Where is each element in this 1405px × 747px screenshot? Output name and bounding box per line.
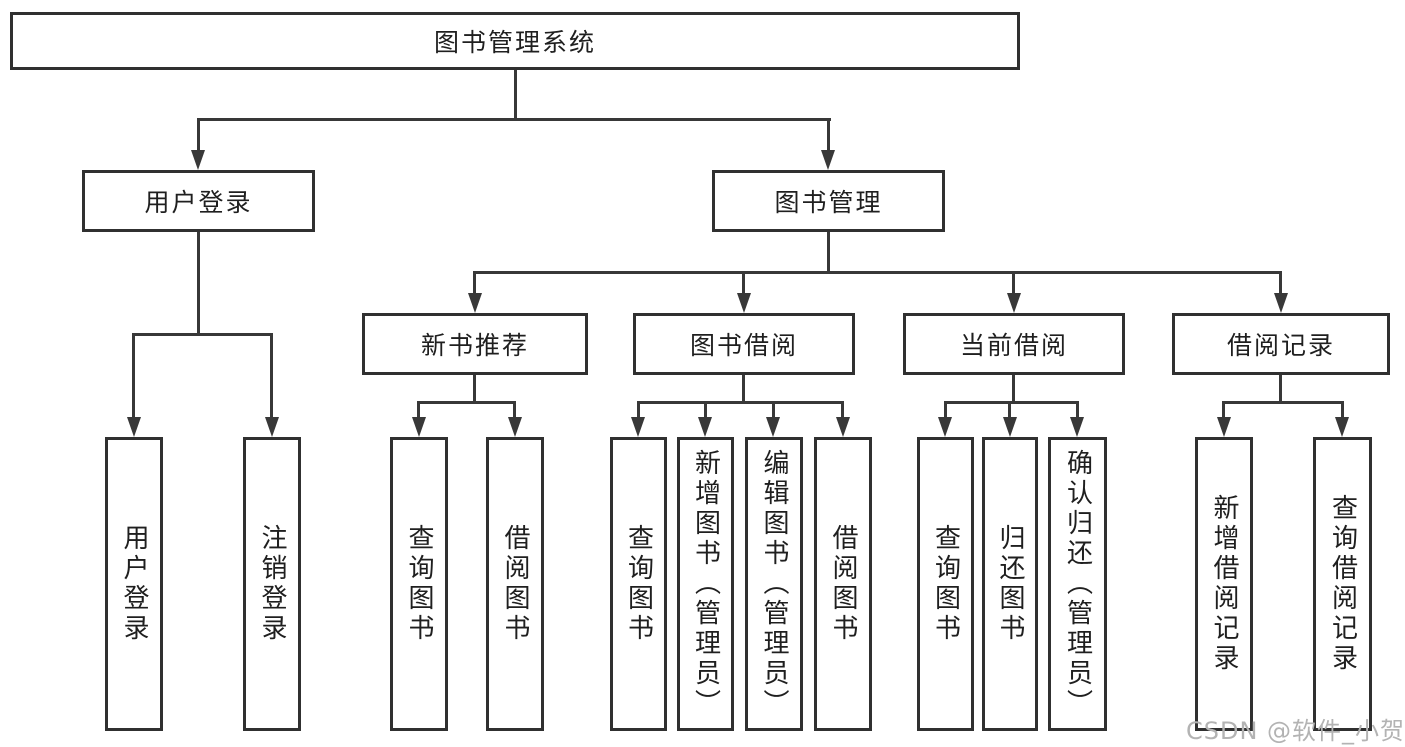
connector-drop-leaf-logout bbox=[270, 333, 273, 419]
connector-drop-book-borrow bbox=[742, 271, 745, 295]
node-user-login-label: 用户登录 bbox=[144, 188, 253, 217]
arrow-down-icon bbox=[698, 417, 712, 437]
connector-group3-drop2 bbox=[1008, 401, 1011, 419]
node-new-book-recommend: 新书推荐 bbox=[362, 313, 588, 375]
leaf-query-books-recommend-label: 查询图书 bbox=[404, 524, 434, 644]
leaf-return-books: 归还图书 bbox=[982, 437, 1038, 731]
connector-drop-book-mgmt bbox=[827, 118, 830, 152]
connector-group4-stem bbox=[1279, 375, 1282, 404]
node-current-borrow-label: 当前借阅 bbox=[959, 331, 1068, 360]
leaf-borrow-books-recommend: 借阅图书 bbox=[486, 437, 544, 731]
leaf-confirm-return-admin-label: 确认归还（管理员） bbox=[1062, 449, 1093, 719]
arrow-down-icon bbox=[191, 150, 205, 170]
leaf-logout: 注销登录 bbox=[243, 437, 301, 731]
arrow-down-icon bbox=[766, 417, 780, 437]
connector-group2-drop1 bbox=[637, 401, 640, 419]
connector-group1-stem bbox=[473, 375, 476, 404]
arrow-down-icon bbox=[938, 417, 952, 437]
leaf-return-books-label: 归还图书 bbox=[995, 524, 1025, 644]
connector-group3-drop1 bbox=[944, 401, 947, 419]
leaf-edit-books-admin: 编辑图书（管理员） bbox=[745, 437, 803, 731]
node-library-system: 图书管理系统 bbox=[10, 12, 1020, 70]
connector-group2-hbar bbox=[637, 401, 844, 404]
leaf-user-login: 用户登录 bbox=[105, 437, 163, 731]
leaf-add-books-admin-label: 新增图书（管理员） bbox=[690, 449, 721, 719]
connector-group4-drop2 bbox=[1341, 401, 1344, 419]
connector-group3-stem bbox=[1012, 375, 1015, 404]
leaf-add-borrow-record-label: 新增借阅记录 bbox=[1209, 494, 1239, 674]
leaf-query-borrow-record: 查询借阅记录 bbox=[1313, 437, 1372, 731]
connector-drop-leaf-login bbox=[132, 333, 135, 419]
arrow-down-icon bbox=[631, 417, 645, 437]
connector-group3-hbar bbox=[944, 401, 1079, 404]
node-borrow-records: 借阅记录 bbox=[1172, 313, 1390, 375]
connector-user-login-hbar bbox=[132, 333, 273, 336]
arrow-down-icon bbox=[1003, 417, 1017, 437]
arrow-down-icon bbox=[508, 417, 522, 437]
node-new-book-recommend-label: 新书推荐 bbox=[420, 331, 529, 360]
leaf-query-books-borrow: 查询图书 bbox=[610, 437, 667, 731]
node-book-borrow: 图书借阅 bbox=[633, 313, 855, 375]
arrow-down-icon bbox=[127, 417, 141, 437]
arrow-down-icon bbox=[1070, 417, 1084, 437]
connector-drop-user-login bbox=[197, 118, 200, 152]
arrow-down-icon bbox=[1274, 293, 1288, 313]
leaf-user-login-label: 用户登录 bbox=[119, 524, 149, 644]
connector-group4-drop1 bbox=[1222, 401, 1225, 419]
connector-group2-drop3 bbox=[772, 401, 775, 419]
leaf-borrow-books-recommend-label: 借阅图书 bbox=[500, 524, 530, 644]
connector-group2-stem bbox=[742, 375, 745, 404]
csdn-watermark: CSDN @软件_小贺同学 bbox=[1186, 717, 1405, 745]
leaf-borrow-books-label: 借阅图书 bbox=[828, 524, 858, 644]
leaf-add-borrow-record: 新增借阅记录 bbox=[1195, 437, 1253, 731]
arrow-down-icon bbox=[821, 150, 835, 170]
leaf-query-books-recommend: 查询图书 bbox=[390, 437, 448, 731]
node-book-management: 图书管理 bbox=[712, 170, 945, 232]
arrow-down-icon bbox=[412, 417, 426, 437]
connector-level2-hbar bbox=[474, 271, 1282, 274]
node-book-management-label: 图书管理 bbox=[774, 188, 883, 217]
connector-drop-new-book bbox=[473, 271, 476, 295]
connector-group1-drop1 bbox=[417, 401, 420, 419]
leaf-edit-books-admin-label: 编辑图书（管理员） bbox=[759, 449, 789, 719]
arrow-down-icon bbox=[836, 417, 850, 437]
arrow-down-icon bbox=[468, 293, 482, 313]
connector-drop-current-borrow bbox=[1012, 271, 1015, 295]
leaf-confirm-return-admin: 确认归还（管理员） bbox=[1048, 437, 1107, 731]
leaf-query-books-borrow-label: 查询图书 bbox=[623, 524, 654, 644]
leaf-add-books-admin: 新增图书（管理员） bbox=[677, 437, 734, 731]
connector-group1-drop2 bbox=[513, 401, 516, 419]
connector-level1-hbar bbox=[197, 118, 831, 121]
arrow-down-icon bbox=[1335, 417, 1349, 437]
connector-group4-hbar bbox=[1222, 401, 1344, 404]
connector-group2-drop2 bbox=[704, 401, 707, 419]
connector-group1-hbar bbox=[417, 401, 516, 404]
node-library-system-label: 图书管理系统 bbox=[433, 28, 596, 57]
connector-drop-borrow-records bbox=[1279, 271, 1282, 295]
connector-group3-drop3 bbox=[1076, 401, 1079, 419]
connector-root-stem bbox=[514, 70, 517, 121]
node-borrow-records-label: 借阅记录 bbox=[1226, 331, 1335, 360]
leaf-logout-label: 注销登录 bbox=[257, 524, 287, 644]
leaf-borrow-books: 借阅图书 bbox=[814, 437, 872, 731]
leaf-query-books-current: 查询图书 bbox=[917, 437, 974, 731]
arrow-down-icon bbox=[1217, 417, 1231, 437]
leaf-query-books-current-label: 查询图书 bbox=[930, 524, 961, 644]
connector-group2-drop4 bbox=[841, 401, 844, 419]
connector-book-mgmt-stem bbox=[827, 232, 830, 274]
arrow-down-icon bbox=[265, 417, 279, 437]
connector-user-login-stem bbox=[197, 232, 200, 336]
node-book-borrow-label: 图书借阅 bbox=[689, 331, 798, 360]
node-current-borrow: 当前借阅 bbox=[903, 313, 1125, 375]
arrow-down-icon bbox=[737, 293, 751, 313]
node-user-login: 用户登录 bbox=[82, 170, 315, 232]
arrow-down-icon bbox=[1007, 293, 1021, 313]
leaf-query-borrow-record-label: 查询借阅记录 bbox=[1327, 494, 1358, 674]
